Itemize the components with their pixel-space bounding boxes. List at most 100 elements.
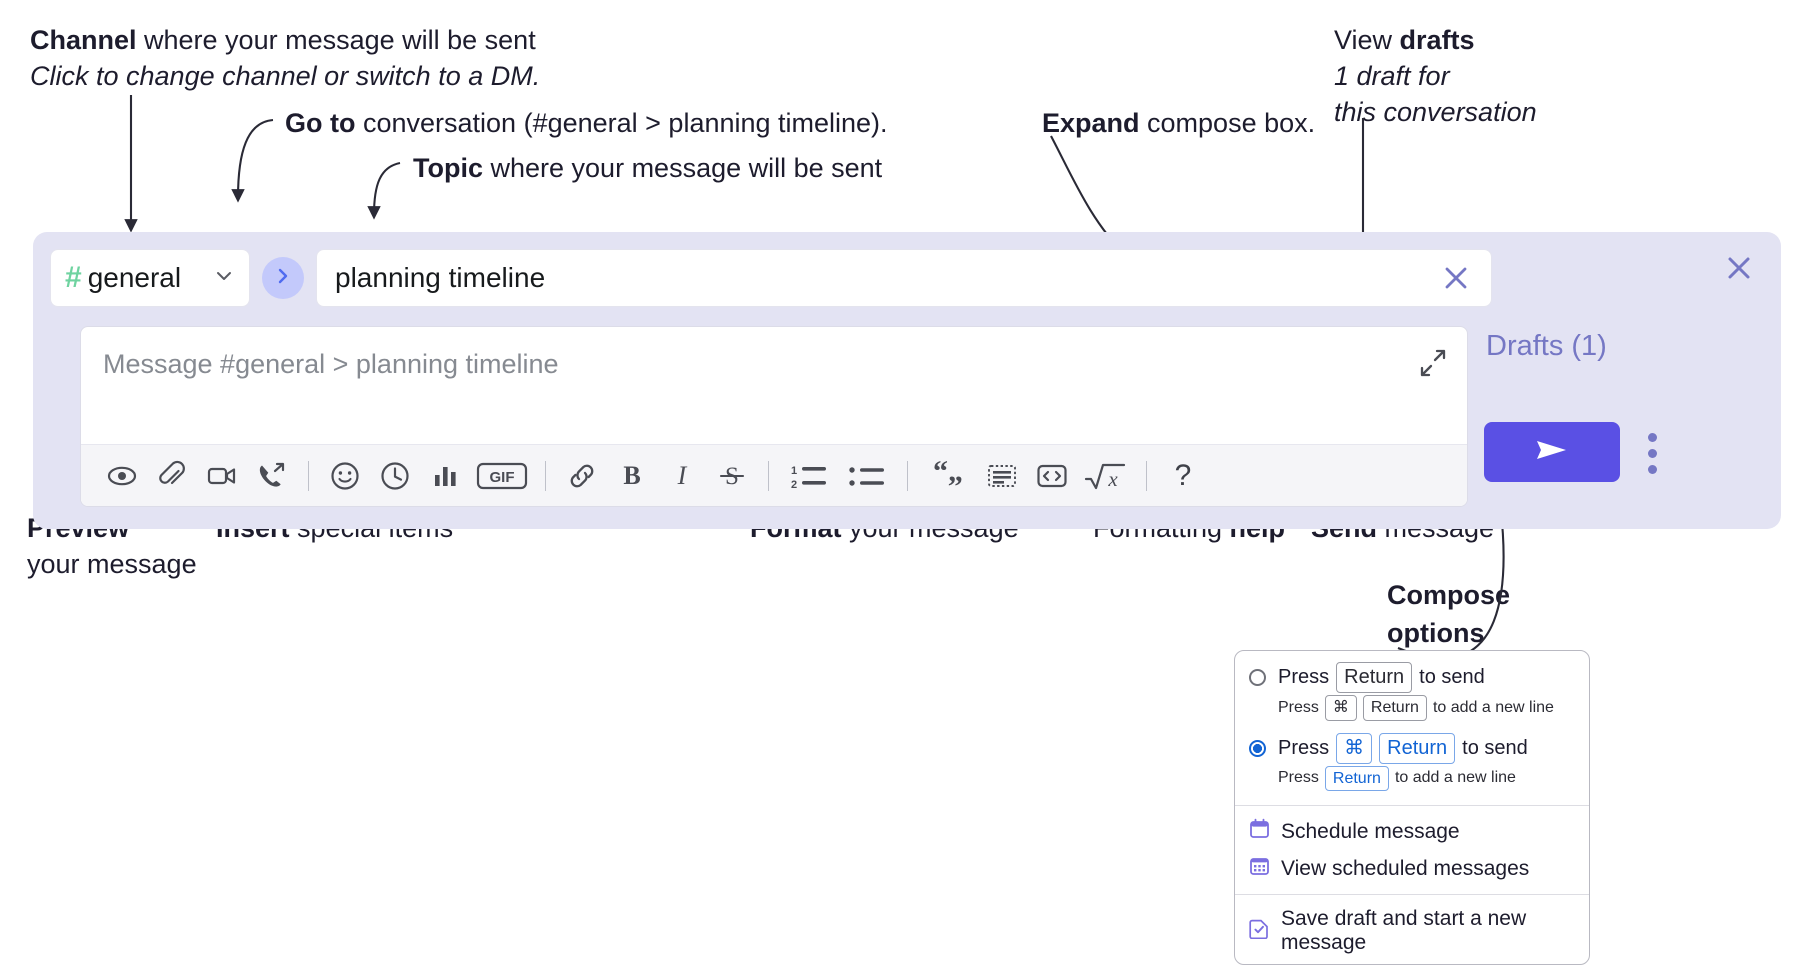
toolbar-separator [768,460,769,491]
toolbar-separator [545,460,546,491]
more-options-icon[interactable] [1638,425,1666,481]
hash-icon: # [65,261,82,294]
expand-icon[interactable] [1417,347,1449,379]
svg-text:1: 1 [791,465,797,477]
svg-text:“„: “„ [933,459,963,488]
annotation-channel-italic: Click to change channel or switch to a D… [30,61,541,91]
annotation-goto: Go to conversation (#general > planning … [285,105,888,141]
menu-item-schedule-message[interactable]: Schedule message [1235,813,1589,850]
bold-icon[interactable]: B [607,453,657,499]
kbd-return: Return [1379,732,1456,764]
gif-icon[interactable]: GIF [470,453,534,499]
annotation-drafts-italic2: this conversation [1334,97,1537,127]
kbd-command: ⌘ [1336,732,1373,764]
annotation-drafts-bold: drafts [1399,25,1475,55]
math-icon[interactable]: x [1077,453,1135,499]
calendar-grid-icon [1249,855,1270,882]
chevron-right-icon [273,266,293,291]
inline-code-icon[interactable] [1027,453,1077,499]
message-placeholder: Message #general > planning timeline [103,349,559,379]
strikethrough-icon[interactable]: S [707,453,757,499]
option-cmd-return-to-send-label: Press ⌘ Return to send [1278,732,1528,764]
annotation-expand: Expand compose box. [1042,105,1315,141]
svg-text:x: x [1107,467,1118,491]
send-button[interactable] [1484,422,1620,482]
code-block-icon[interactable] [977,453,1027,499]
radio-selected[interactable] [1249,739,1266,757]
kbd-return: Return [1362,695,1427,721]
compose-panel: # general planning timeline Message #g [33,232,1781,529]
save-draft-icon [1249,918,1270,945]
annotation-goto-bold: Go to [285,108,356,138]
option1-press: Press [1278,666,1330,688]
channel-picker[interactable]: # general [50,249,250,307]
link-icon[interactable] [557,453,607,499]
kbd-return: Return [1336,662,1413,693]
option-cmd-return-to-send-sub: Press Return to add a new line [1235,765,1589,799]
bulleted-list-icon[interactable] [838,453,896,499]
goto-conversation-button[interactable] [262,257,304,299]
annotation-compose-options-line2: options [1387,618,1485,648]
option2-sub-press: Press [1278,769,1319,787]
close-icon[interactable] [1721,250,1757,286]
kebab-dot [1647,448,1657,458]
svg-text:2: 2 [791,479,797,491]
option1-suffix: to send [1419,666,1485,688]
annotation-drafts-rest: View [1334,25,1400,55]
topic-value: planning timeline [335,262,546,293]
menu-item-label: Save draft and start a new message [1281,907,1527,955]
menu-item-save-draft[interactable]: Save draft and start a new message [1235,902,1589,960]
audio-call-icon[interactable] [247,453,297,499]
send-paper-plane-icon [1532,433,1572,472]
blockquote-icon[interactable]: “„ [919,453,977,499]
option-return-to-send-sub: Press ⌘ Return to add a new line [1235,695,1589,728]
ordered-list-icon[interactable]: 1 2 [780,453,838,499]
option-return-to-send[interactable]: Press Return to send [1235,657,1589,695]
menu-divider [1235,894,1589,896]
calendar-icon [1249,818,1270,845]
compose-header-row: # general planning timeline [50,249,1492,307]
annotation-channel-rest: where your message will be sent [136,25,536,55]
svg-text:B: B [623,461,640,490]
leader-goto [231,118,274,203]
annotation-topic-bold: Topic [413,153,483,183]
menu-item-label: Schedule message [1281,819,1460,843]
svg-text:I: I [677,461,688,490]
option-cmd-return-to-send[interactable]: Press ⌘ Return to send [1235,728,1589,766]
schedule-clock-icon[interactable] [370,453,420,499]
option2-press: Press [1278,736,1330,759]
compose-options-menu: Press Return to send Press ⌘ Return to a… [1234,650,1590,965]
kbd-return: Return [1324,765,1389,792]
help-icon[interactable]: ? [1174,458,1192,492]
chevron-down-icon [213,265,235,292]
close-icon[interactable] [1439,261,1473,295]
toolbar-separator [1146,460,1147,491]
menu-item-view-scheduled-messages[interactable]: View scheduled messages [1235,850,1589,887]
drafts-link[interactable]: Drafts (1) [1486,330,1607,362]
option1-sub-press: Press [1278,698,1319,716]
annotation-channel-bold: Channel [30,25,137,55]
annotation-topic: Topic where your message will be sent [413,150,882,186]
menu-item-label: View scheduled messages [1281,856,1530,880]
emoji-icon[interactable] [320,453,370,499]
annotation-topic-rest: where your message will be sent [483,153,883,183]
italic-icon[interactable]: I [657,453,707,499]
attachment-icon[interactable] [147,453,197,499]
radio-unselected[interactable] [1249,669,1266,686]
message-input-box[interactable]: Message #general > planning timeline [80,326,1468,507]
option2-sub-suffix: to add a new line [1394,769,1516,787]
topic-field[interactable]: planning timeline [316,249,1492,307]
video-icon[interactable] [197,453,247,499]
annotated-diagram: Channel where your message will be sent … [27,22,1781,965]
kbd-command: ⌘ [1324,695,1357,721]
annotation-channel-line1: Channel where your message will be sent [30,25,536,55]
poll-icon[interactable] [420,453,470,499]
option-return-to-send-label: Press Return to send [1278,662,1485,693]
formatting-toolbar: GIF B I S [81,444,1467,506]
annotation-drafts: View drafts 1 draft for this conversatio… [1334,22,1537,130]
toolbar-separator [308,460,309,491]
menu-divider [1235,805,1589,807]
kebab-dot [1647,464,1657,474]
annotation-drafts-italic1: 1 draft for [1334,61,1450,91]
preview-icon[interactable] [97,453,147,499]
